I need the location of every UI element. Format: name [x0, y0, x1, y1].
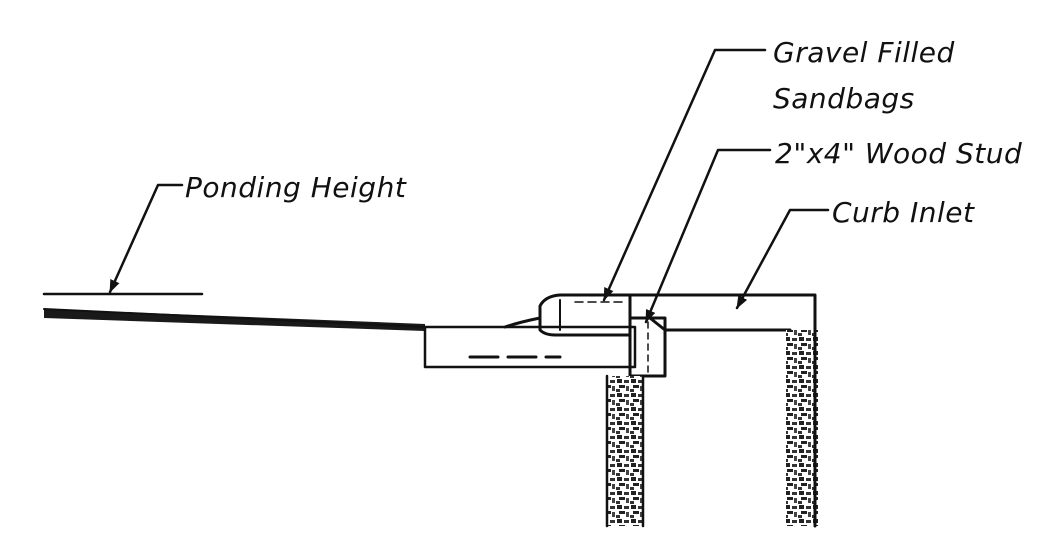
gravel-sandbags	[538, 293, 632, 337]
leader-wood-stud	[644, 148, 772, 324]
label-wood-stud: 2"x4" Wood Stud	[775, 137, 1022, 170]
inlet-wall-right	[786, 330, 818, 526]
gutter-slab	[423, 325, 637, 369]
label-gravel-filled: Gravel Filled	[773, 36, 955, 69]
leader-gravel-sandbags	[602, 48, 767, 302]
leader-ponding-height	[108, 183, 184, 294]
inlet-wall-left	[607, 376, 643, 526]
leader-curb-inlet	[735, 208, 830, 310]
pavement-surface-top	[43, 308, 426, 328]
gutter-edge	[503, 316, 542, 329]
label-curb-inlet: Curb Inlet	[832, 196, 975, 229]
label-ponding-height: Ponding Height	[185, 171, 407, 204]
label-sandbags: Sandbags	[773, 82, 915, 115]
